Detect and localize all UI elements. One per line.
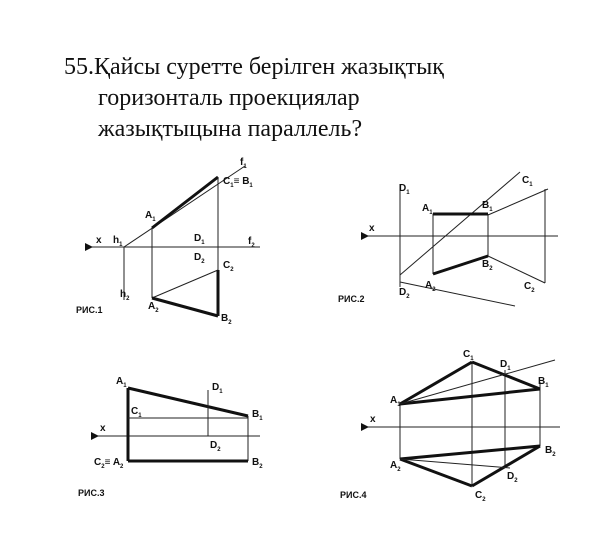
segment-a1-c1 xyxy=(151,175,219,230)
label-c1-b1: C1≡ B1 xyxy=(223,176,253,189)
line-b2-c2 xyxy=(487,255,546,284)
label-c1: C1 xyxy=(522,175,533,188)
caption-fig-3: РИС.3 xyxy=(78,488,104,498)
figure-4: x C1 D1 A1 B1 B2 A2 D2 C2 РИС.4 xyxy=(340,349,560,503)
line-d1-c1 xyxy=(399,171,521,276)
label-h2: h2 xyxy=(120,289,130,302)
label-b1: B1 xyxy=(538,376,549,389)
label-b1: B1 xyxy=(482,200,493,213)
label-d2: D2 xyxy=(507,471,518,484)
label-d1: D1 xyxy=(212,382,223,395)
label-a2: A2 xyxy=(390,460,401,473)
label-c2: C2 xyxy=(223,260,234,273)
segment-a2-b2 xyxy=(432,254,489,276)
caption-fig-1: РИС.1 xyxy=(76,305,102,315)
question-number: 55. xyxy=(64,54,94,80)
segment-a1-c1 xyxy=(399,360,473,406)
segment-c1-b1 xyxy=(471,360,541,391)
label-a1: A1 xyxy=(422,203,433,216)
label-d1: D1 xyxy=(500,359,511,372)
caption-fig-2: РИС.2 xyxy=(338,294,364,304)
line-f1 xyxy=(123,165,246,248)
label-x: x xyxy=(369,223,375,234)
label-b1: B1 xyxy=(252,409,263,422)
label-b2: B2 xyxy=(252,457,263,470)
label-x: x xyxy=(370,414,376,425)
label-f2: f2 xyxy=(248,236,255,249)
question-line-3: жазықтыцына параллель? xyxy=(98,116,363,142)
label-b2: B2 xyxy=(482,259,493,272)
label-c2: C2 xyxy=(475,490,486,503)
segment-a2-c2 xyxy=(399,457,473,488)
question-line-2: горизонталь проекциялар xyxy=(98,85,360,111)
label-a2: A2 xyxy=(148,301,159,314)
line-b1-c1 xyxy=(487,188,549,216)
figure-1: x h1 f1 f2 C1≡ B1 A1 D1 D2 C2 h2 A2 B2 Р… xyxy=(76,157,260,326)
label-b2: B2 xyxy=(221,313,232,326)
label-a1: A1 xyxy=(390,395,401,408)
label-c2: C2 xyxy=(524,281,535,294)
question-text: 55.Қайсы суретте берілген жазықтық гориз… xyxy=(64,52,584,145)
label-a1: A1 xyxy=(116,376,127,389)
label-x: x xyxy=(96,235,102,246)
label-d1: D1 xyxy=(399,183,410,196)
segment-a2-c2 xyxy=(151,269,219,299)
label-b2: B2 xyxy=(545,445,556,458)
line-a2-d2 xyxy=(399,458,511,469)
figure-2: x D1 A1 B1 C1 A2 B2 C2 D2 РИС.2 xyxy=(338,171,558,307)
label-f1: f1 xyxy=(240,157,247,170)
label-d2: D2 xyxy=(194,252,205,265)
label-d1: D1 xyxy=(194,233,205,246)
segment-a1-b1 xyxy=(399,387,541,406)
segment-a1-b1 xyxy=(127,386,249,418)
line-d2-diag xyxy=(399,281,516,307)
label-a1: A1 xyxy=(145,210,156,223)
label-a2: A2 xyxy=(425,280,436,293)
segment-a2-b2 xyxy=(399,444,541,461)
caption-fig-4: РИС.4 xyxy=(340,490,366,500)
segment-a2-b2 xyxy=(151,296,219,318)
label-c1: C1 xyxy=(463,349,474,362)
line-a1-d1 xyxy=(399,359,556,405)
question-line-1: 55.Қайсы суретте берілген жазықтық xyxy=(64,54,444,80)
label-d2: D2 xyxy=(210,440,221,453)
label-c1: C1 xyxy=(131,406,142,419)
figure-3: x A1 C1 D1 B1 D2 C2≡ A2 B2 РИС.3 xyxy=(78,376,263,498)
label-c2-a2: C2≡ A2 xyxy=(94,457,124,470)
segment-c2-b2 xyxy=(471,444,541,488)
label-d2: D2 xyxy=(399,287,410,300)
label-x: x xyxy=(100,423,106,434)
label-h1: h1 xyxy=(113,235,123,248)
